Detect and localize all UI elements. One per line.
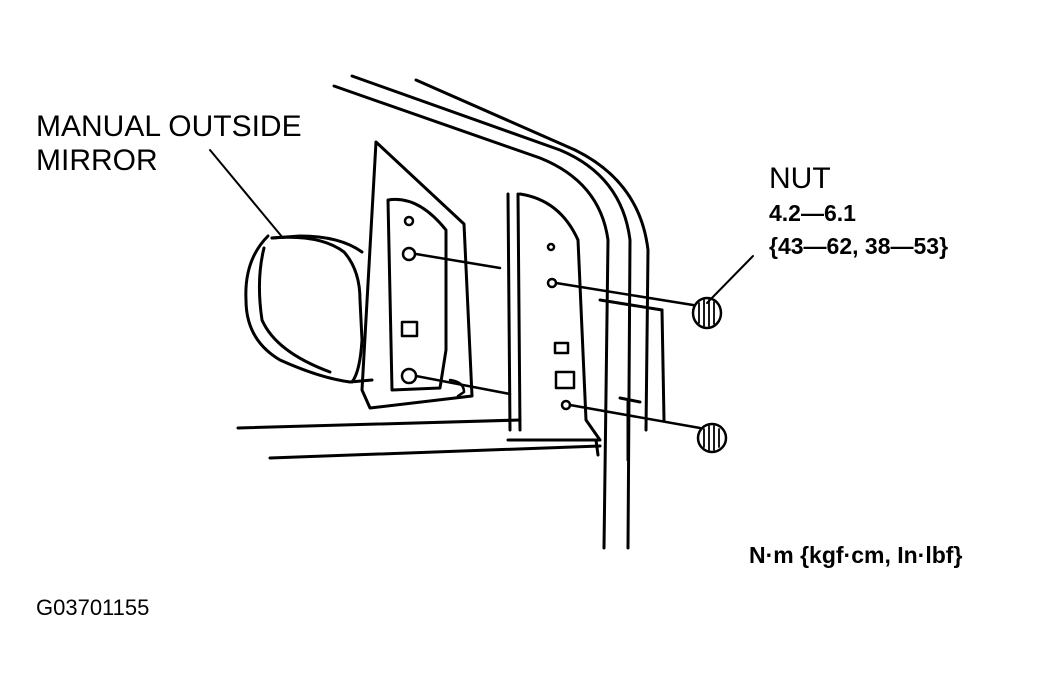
nut-label: NUT xyxy=(769,162,831,195)
nut-icon xyxy=(696,422,728,454)
mirror-base xyxy=(360,140,474,410)
nut-icon xyxy=(691,296,723,330)
leader-lines xyxy=(209,149,754,304)
torque-units-legend: N·m {kgf·cm, In·lbf} xyxy=(749,542,963,568)
mirror-label-line2: MIRROR xyxy=(36,144,158,177)
mirror-label-line1: MANUAL OUTSIDE xyxy=(36,110,302,143)
door-frame xyxy=(236,74,666,550)
mirror-housing xyxy=(244,234,374,384)
nut-torque-nm: 4.2—6.1 xyxy=(769,200,856,226)
nut-torque-other-units: {43—62, 38—53} xyxy=(769,233,949,259)
door-mounting-holes xyxy=(546,242,576,411)
alignment-lines xyxy=(414,252,702,430)
figure-id: G03701155 xyxy=(36,595,150,620)
